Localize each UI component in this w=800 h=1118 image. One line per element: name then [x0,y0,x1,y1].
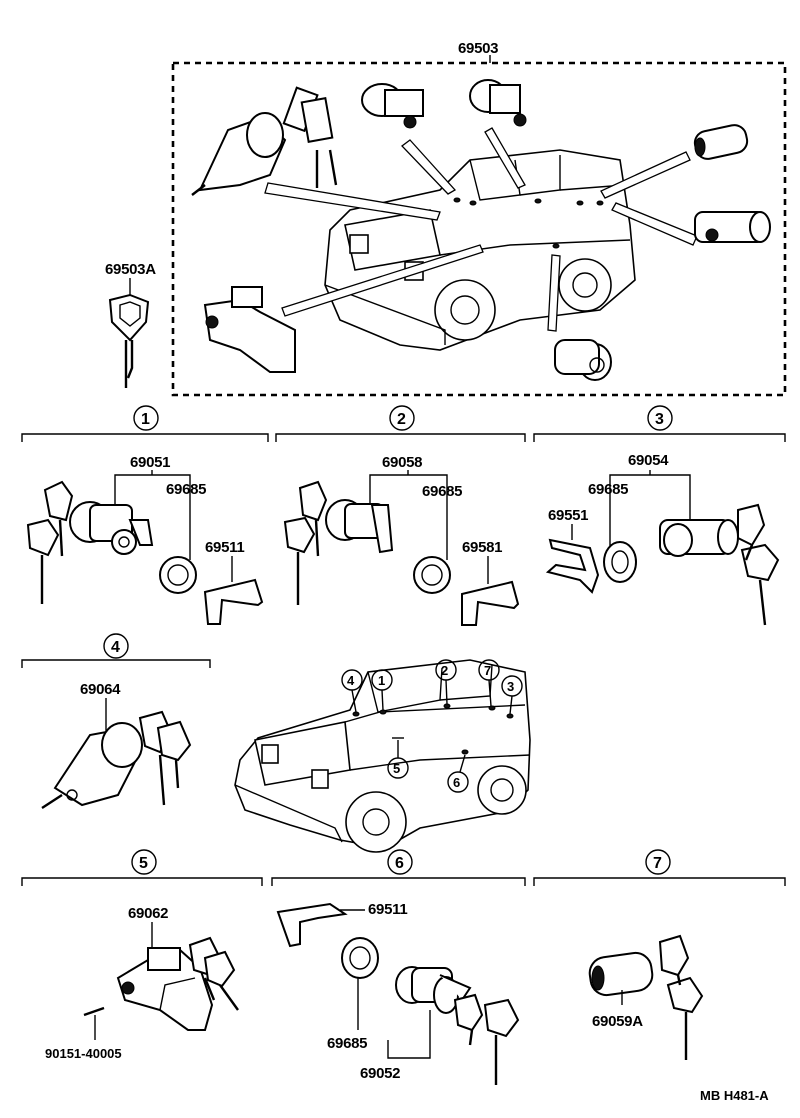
keys-7 [658,934,704,1060]
keys-2 [283,480,328,605]
retainer-1 [203,578,264,625]
door-cylinder-2 [325,499,394,554]
part-number-69685-6: 69685 [327,1035,367,1052]
part-number-69685-1: 69685 [166,481,206,498]
part-number-69062: 69062 [128,905,168,922]
part-number-69058: 69058 [382,454,422,471]
gasket-1 [159,556,197,594]
section-label-3: 3 [655,411,664,428]
section-7: 7 69059A [533,849,786,1060]
part-number-69581: 69581 [462,539,502,556]
door-cylinder-3 [659,519,739,557]
part-number-69685-3: 69685 [588,481,628,498]
vehicle-callout-1: 1 [378,673,385,688]
section-label-2: 2 [397,411,406,428]
gasket-2 [413,556,451,594]
retainer-3 [545,538,600,594]
glove-box-cylinder-7 [588,951,654,997]
steering-lock-5 [116,947,214,1031]
keys-6 [453,993,520,1085]
part-number-69064: 69064 [80,681,121,698]
part-number-69059a: 69059A [592,1013,643,1030]
part-number-69051: 69051 [130,454,170,471]
part-number-69054: 69054 [628,452,669,469]
door-cylinder-1 [69,501,154,555]
ignition-lock-4 [41,722,143,810]
retainer-2 [461,580,520,626]
part-number-69503: 69503 [458,40,498,57]
part-number-90151-40005: 90151-40005 [45,1046,122,1061]
back-door-cylinder-top [694,211,771,243]
part-number-69052: 69052 [360,1065,400,1082]
section-6: 6 69511 69685 69052 [271,849,526,1085]
section-2: 2 69058 69685 69581 [275,405,526,626]
vehicle-callout-5: 5 [393,761,400,776]
section-label-1: 1 [141,411,150,428]
door-cylinder-top-2 [469,79,527,127]
fuel-cylinder-top [554,339,612,381]
keys-4 [138,710,192,806]
gasket-6 [341,937,379,979]
section-label-7: 7 [653,855,662,872]
section-1: 1 69051 69685 69511 [21,405,269,625]
pointer-arrows [264,127,698,332]
section-label-6: 6 [395,855,404,872]
steering-lock-top [203,286,296,373]
part-number-69551: 69551 [548,507,588,524]
door-cylinder-6 [395,966,472,1014]
diagram-code: MB H481-A [700,1088,769,1103]
section-5: 5 69062 90151-40005 [21,849,263,1061]
part-number-69503a: 69503A [105,261,156,278]
keys-3 [737,503,780,626]
cylinder-set-group: 69503 [171,40,787,397]
section-label-4: 4 [111,639,120,656]
door-cylinder-top-1 [361,83,424,129]
part-number-69685-2: 69685 [422,483,462,500]
keys-1 [26,480,74,604]
retainer-6 [276,902,348,948]
vehicle-callout-6: 6 [453,775,460,790]
screw-5 [83,1006,105,1040]
part-number-69511-6: 69511 [368,901,407,918]
glove-box-cylinder-top [693,124,749,160]
set-boundary [171,61,787,397]
part-number-69511-1: 69511 [205,539,244,556]
vehicle-callout-7: 7 [484,663,491,678]
keys-5 [188,936,239,1011]
section-4: 4 69064 [21,633,211,810]
section-label-5: 5 [139,855,148,872]
vehicle-callout-2: 2 [441,663,448,678]
key-blank: 69503A [105,261,157,388]
gasket-3 [603,541,637,583]
ignition-lock-assembly [191,86,338,196]
vehicle-callout-4: 4 [347,673,355,688]
section-3: 3 69054 69685 69551 [533,405,786,626]
vehicle-callouts: 4 1 2 7 3 5 6 [341,659,523,793]
vehicle-illustration-center: 4 1 2 7 3 5 6 [234,659,531,853]
vehicle-illustration-top [324,149,636,351]
vehicle-callout-3: 3 [507,679,514,694]
